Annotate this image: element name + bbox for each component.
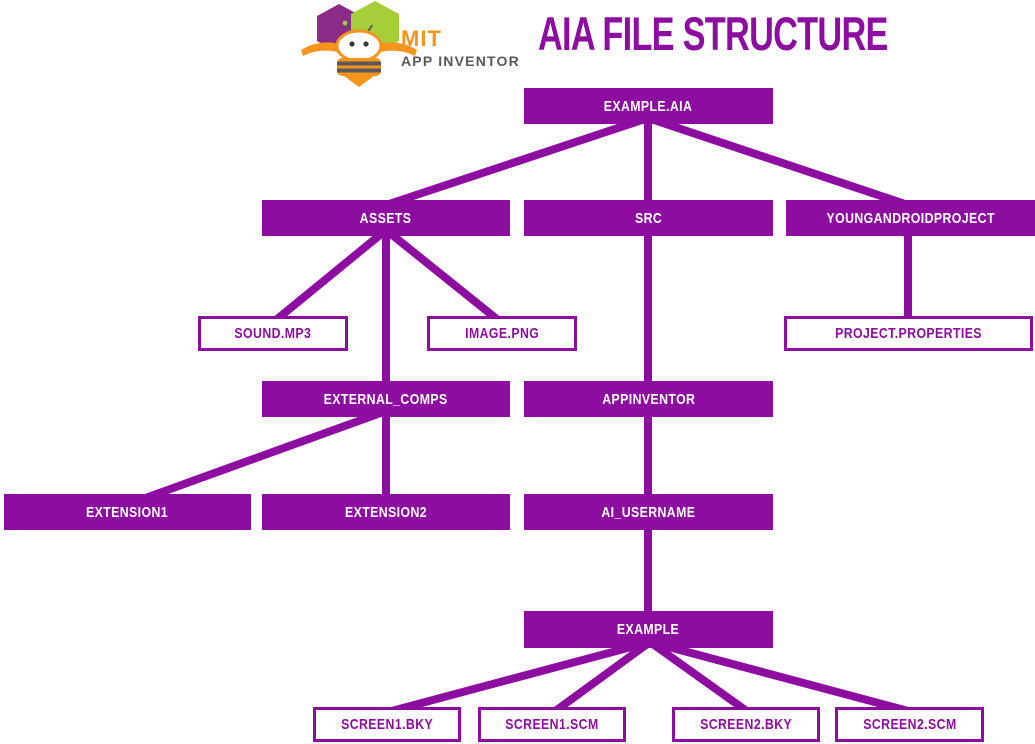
node-example-aia: EXAMPLE.AIA xyxy=(524,88,773,124)
node-project-properties-label: PROJECT.PROPERTIES xyxy=(835,325,982,342)
node-screen2-bky-label: SCREEN2.BKY xyxy=(699,716,792,733)
node-appinventor: APPINVENTOR xyxy=(524,381,773,417)
connector-example-screen2bky xyxy=(647,638,751,716)
connector-example-screen1scm xyxy=(551,638,653,716)
node-screen1-bky: SCREEN1.BKY xyxy=(313,707,461,742)
connector-example-screen1bky xyxy=(386,638,652,716)
node-ai-username: AI_USERNAME xyxy=(524,494,773,530)
logo-app-inventor-text: APP INVENTOR xyxy=(401,53,520,69)
bee-wing-right-icon xyxy=(375,42,417,56)
node-sound-mp3-label: SOUND.MP3 xyxy=(234,325,312,342)
page-title: AIA FILE STRUCTURE xyxy=(538,7,888,60)
connector-assets-imagepng xyxy=(383,226,501,324)
node-extension2: EXTENSION2 xyxy=(262,494,510,530)
node-image-png: IMAGE.PNG xyxy=(427,316,577,351)
node-screen2-scm-label: SCREEN2.SCM xyxy=(862,716,957,733)
connector-exampleaia-youngandroidproject xyxy=(646,114,910,209)
node-ai-username-label: AI_USERNAME xyxy=(601,503,696,521)
node-src: SRC xyxy=(524,200,773,236)
connector-assets-soundmp3 xyxy=(273,226,389,324)
node-assets: ASSETS xyxy=(262,200,510,236)
node-screen1-scm-label: SCREEN1.SCM xyxy=(505,716,599,733)
node-example-aia-label: EXAMPLE.AIA xyxy=(604,97,693,115)
node-youngandroidproject-label: YOUNGANDROIDPROJECT xyxy=(826,209,995,227)
node-example-label: EXAMPLE xyxy=(617,621,680,638)
node-external-comps: EXTERNAL_COMPS xyxy=(262,381,510,417)
node-external-comps-label: EXTERNAL_COMPS xyxy=(324,390,448,408)
connector-exampleaia-assets xyxy=(384,114,650,209)
node-image-png-label: IMAGE.PNG xyxy=(464,325,540,342)
node-project-properties: PROJECT.PROPERTIES xyxy=(784,316,1033,351)
node-screen2-bky: SCREEN2.BKY xyxy=(672,707,820,742)
bee-tail-icon xyxy=(344,76,374,87)
node-assets-label: ASSETS xyxy=(360,209,412,227)
connector-externalcomps-extension1 xyxy=(138,407,388,504)
node-appinventor-label: APPINVENTOR xyxy=(601,390,696,408)
node-example: EXAMPLE xyxy=(524,611,773,648)
node-sound-mp3: SOUND.MP3 xyxy=(198,316,348,351)
node-src-label: SRC xyxy=(634,209,663,227)
node-extension1-label: EXTENSION1 xyxy=(86,503,169,521)
node-screen2-scm: SCREEN2.SCM xyxy=(835,707,984,742)
node-screen1-scm: SCREEN1.SCM xyxy=(478,707,626,742)
bee-wing-left-icon xyxy=(301,42,343,56)
app-inventor-logo-icon xyxy=(301,1,417,87)
node-youngandroidproject: YOUNGANDROIDPROJECT xyxy=(786,200,1035,236)
node-extension1: EXTENSION1 xyxy=(4,494,251,530)
node-screen1-bky-label: SCREEN1.BKY xyxy=(340,716,433,733)
logo-mit-text: MIT xyxy=(401,26,442,51)
node-extension2-label: EXTENSION2 xyxy=(344,503,428,521)
connector-example-screen2scm xyxy=(648,638,914,716)
